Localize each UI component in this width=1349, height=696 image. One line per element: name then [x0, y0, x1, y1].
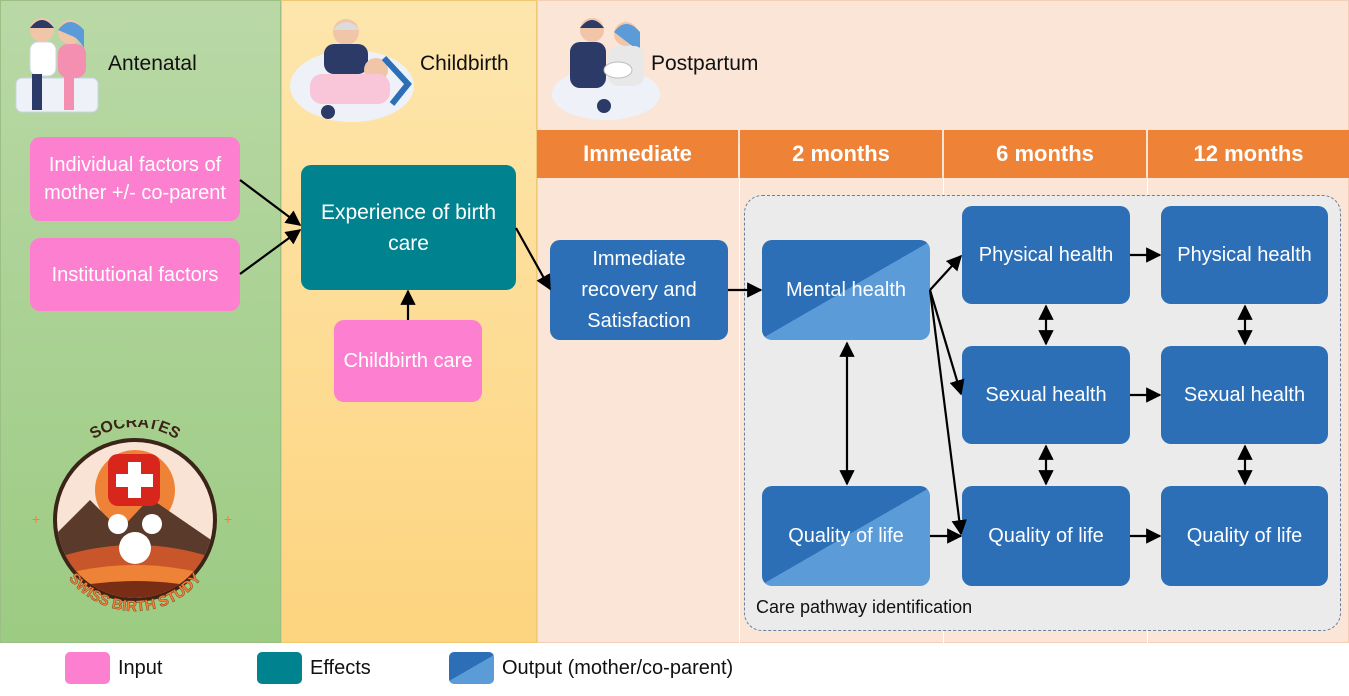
header-2-months: 2 months [740, 130, 942, 178]
svg-text:+: + [224, 511, 232, 527]
childbirth-care-box: Childbirth care [334, 320, 482, 402]
legend-input-label: Input [118, 657, 163, 679]
sexual-health-12m-box: Sexual health [1161, 346, 1328, 444]
phase-title-antenatal: Antenatal [108, 52, 197, 75]
immediate-recovery-box: Immediate recovery and Satisfaction [550, 240, 728, 340]
header-12-months: 12 months [1148, 130, 1349, 178]
legend-input-swatch [65, 652, 110, 684]
couple-sitting-icon [15, 18, 99, 113]
childbirth-couple-icon [290, 19, 414, 122]
mental-health-2m-box: Mental health [762, 240, 930, 340]
sexual-health-6m-box: Sexual health [962, 346, 1130, 444]
legend-effects-label: Effects [310, 657, 371, 679]
header-immediate: Immediate [537, 130, 738, 178]
institutional-factors-box: Institutional factors [30, 238, 240, 311]
quality-of-life-2m-box: Quality of life [762, 486, 930, 586]
header-6-months: 6 months [944, 130, 1146, 178]
quality-of-life-12m-box: Quality of life [1161, 486, 1328, 586]
care-pathway-label: Care pathway identification [756, 597, 973, 617]
svg-text:+: + [32, 511, 40, 527]
postpartum-family-icon [552, 18, 660, 120]
legend-effects-swatch [257, 652, 302, 684]
phase-title-childbirth: Childbirth [420, 52, 509, 75]
legend-output-label: Output (mother/co-parent) [502, 657, 734, 679]
quality-of-life-6m-box: Quality of life [962, 486, 1130, 586]
phase-title-postpartum: Postpartum [651, 52, 759, 75]
physical-health-12m-box: Physical health [1161, 206, 1328, 304]
column-divider [739, 178, 740, 643]
socrates-logo: SOCRATES SWISS BIRTH STUDY + + [32, 420, 232, 615]
individual-factors-box: Individual factors of mother +/- co-pare… [30, 137, 240, 221]
experience-of-birth-care-box: Experience of birth care [301, 165, 516, 290]
legend-output-swatch [449, 652, 494, 684]
physical-health-6m-box: Physical health [962, 206, 1130, 304]
